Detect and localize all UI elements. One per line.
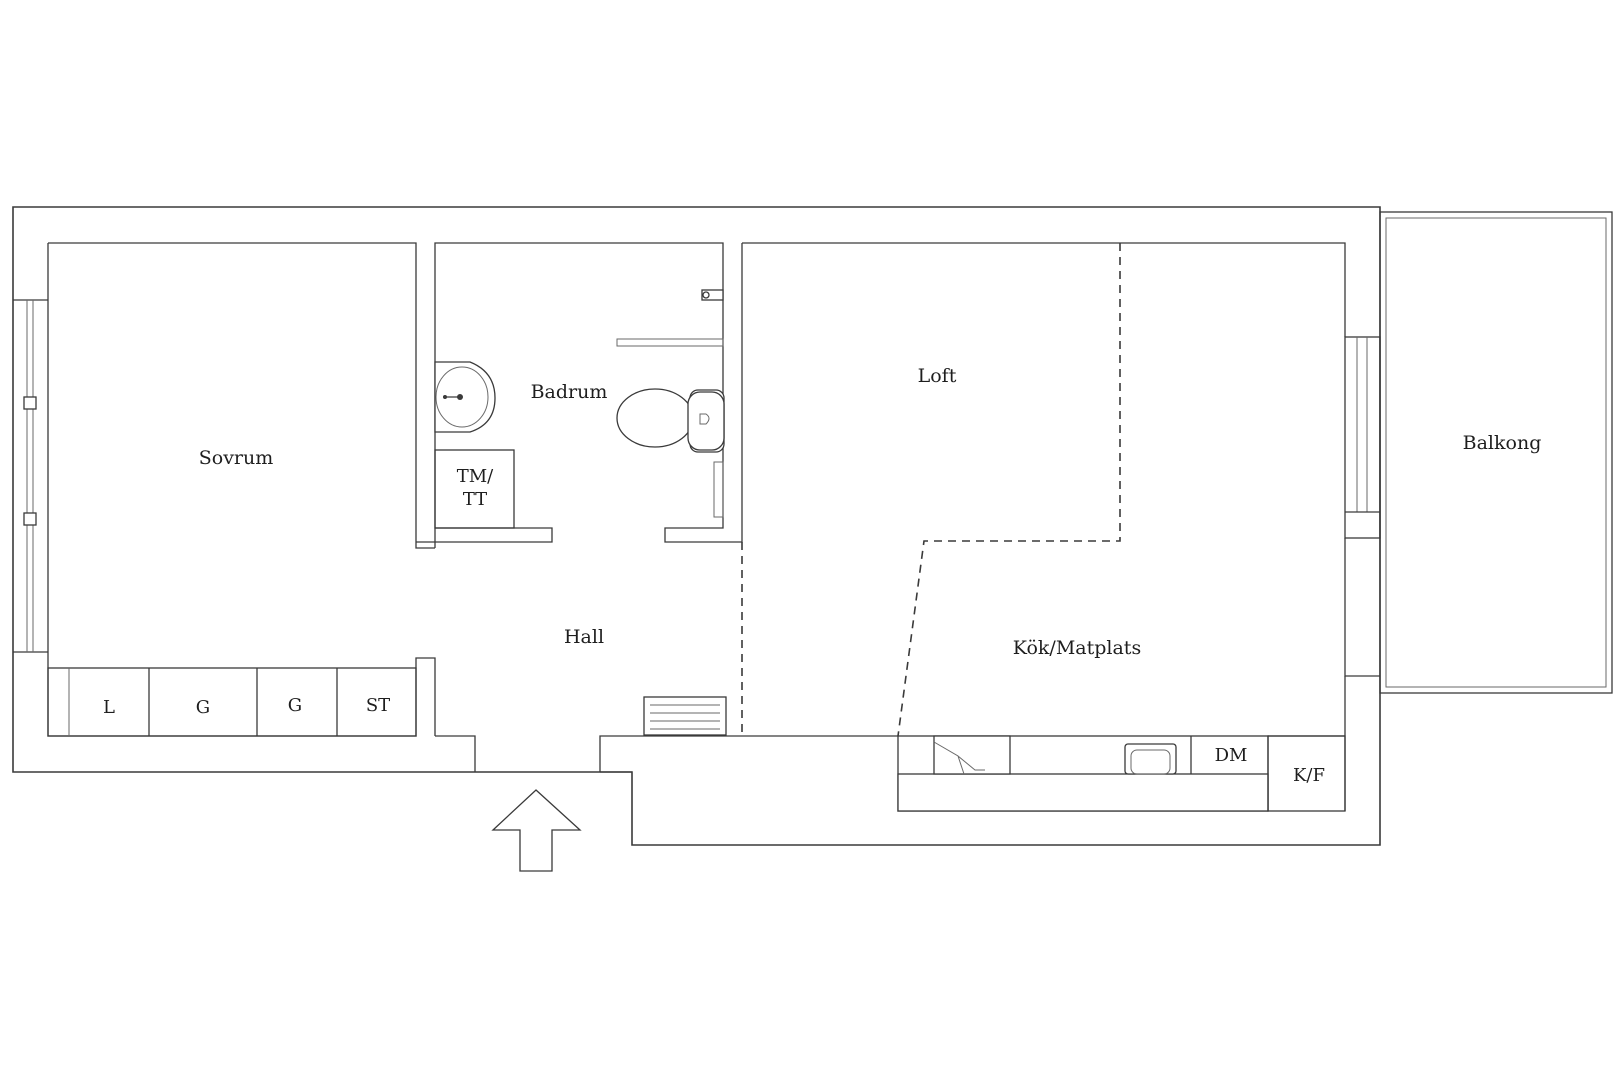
washer-dryer-box — [434, 449, 515, 529]
loft-wall — [742, 242, 1346, 337]
entrance-arrow-icon — [491, 789, 582, 872]
bedroom-wall — [48, 242, 435, 549]
bathroom-wall — [434, 242, 743, 548]
balcony-railing — [1385, 217, 1607, 688]
towel-rail-icon — [713, 461, 724, 518]
room-label-balkong: Balkong — [1463, 432, 1542, 454]
bathroom-shelf-box — [616, 338, 724, 347]
radiator-icon — [643, 696, 727, 736]
wardrobe-row — [47, 667, 417, 737]
washer-label-line1: TM/ — [457, 466, 494, 487]
room-label-kok: Kök/Matplats — [1013, 637, 1141, 659]
shower-icon — [701, 289, 724, 301]
sink-icon — [434, 361, 496, 433]
fridge-label: K/F — [1293, 765, 1325, 786]
room-label-sovrum: Sovrum — [199, 447, 274, 469]
room-label-hall: Hall — [564, 626, 604, 648]
kitchen-counter — [897, 676, 1346, 812]
hall-bottom-wall — [435, 735, 898, 772]
toilet-icon — [616, 388, 725, 453]
washer-label-line2: TT — [463, 489, 487, 510]
wardrobe-label-l: L — [103, 697, 115, 718]
wardrobe-label-g1: G — [196, 697, 210, 718]
room-label-badrum: Badrum — [531, 381, 608, 403]
dishwasher-label: DM — [1215, 745, 1248, 766]
wardrobe-label-st: ST — [366, 695, 390, 716]
outer-wall — [12, 206, 1381, 846]
kitchen-sink-icon — [1124, 743, 1177, 775]
bedroom-window — [13, 299, 48, 653]
wardrobe-label-g2: G — [288, 695, 302, 716]
room-label-loft: Loft — [918, 365, 957, 387]
loft-boundary — [897, 243, 1121, 737]
stove-icon — [933, 735, 1011, 775]
balcony-door — [1344, 336, 1381, 539]
